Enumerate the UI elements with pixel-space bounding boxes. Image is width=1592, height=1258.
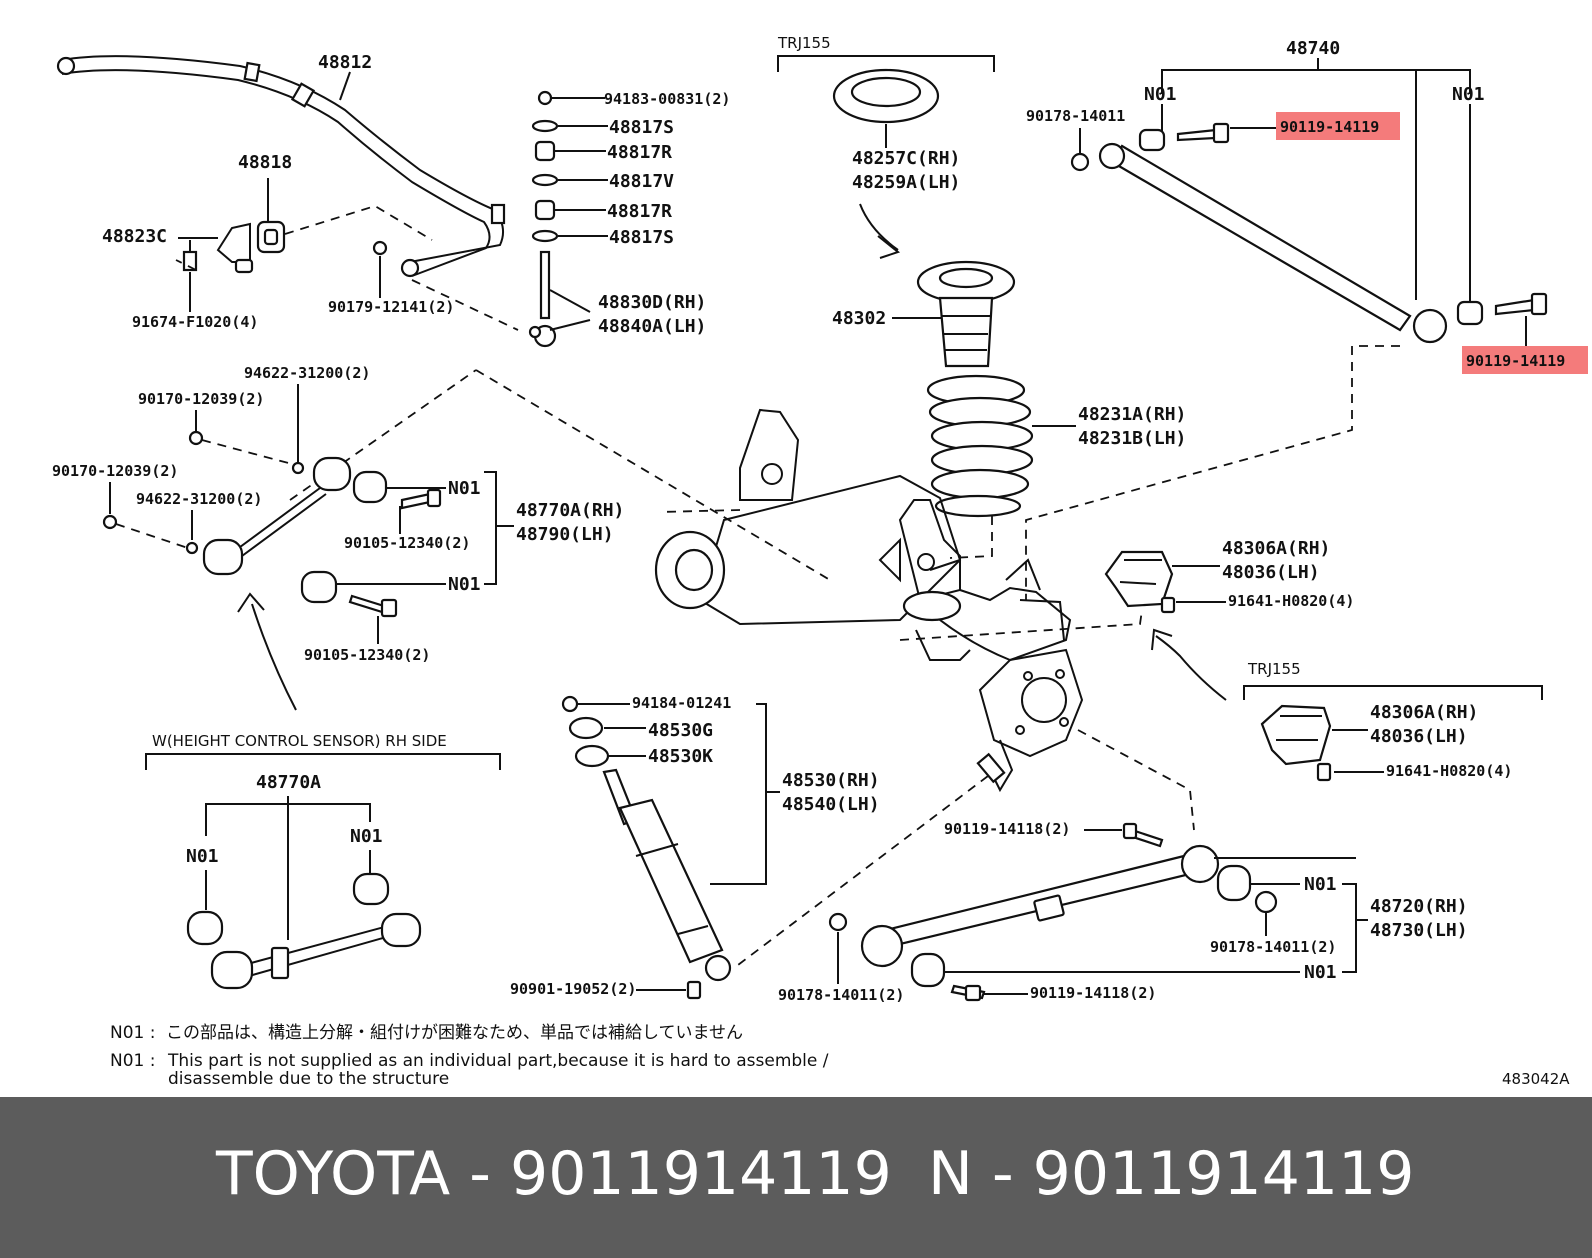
stabilizer-link	[528, 90, 559, 348]
label-48036-lh-2: 48036(LH)	[1370, 726, 1468, 747]
lower-control-arm	[828, 822, 1278, 1002]
note-en-line2: disassemble due to the structure	[168, 1069, 449, 1089]
label-48817s-1: 48817S	[609, 117, 674, 138]
label-48530k: 48530K	[648, 746, 713, 767]
upper-arm-w-part	[186, 872, 422, 990]
label-90178-14011-lat: 90178-14011	[1026, 107, 1125, 125]
note-jp-prefix: N01 :	[110, 1023, 155, 1043]
label-48530g: 48530G	[648, 720, 713, 741]
label-48823c: 48823C	[102, 226, 167, 247]
label-48036-lh-1: 48036(LH)	[1222, 562, 1320, 583]
label-48817v: 48817V	[609, 171, 674, 192]
label-48302: 48302	[832, 308, 886, 329]
label-90105-12340-2: 90105-12340(2)	[304, 646, 430, 664]
label-94183-00831: 94183-00831(2)	[604, 90, 730, 108]
stabilizer-bracket	[182, 220, 286, 274]
label-48231a-rh: 48231A(RH)	[1078, 404, 1186, 425]
label-n01-upper-a: N01	[448, 478, 481, 499]
label-91641-h0820-1: 91641-H0820(4)	[1228, 592, 1354, 610]
label-trj155-lower: TRJ155	[1247, 660, 1301, 678]
bumper-1	[1104, 550, 1176, 614]
label-90179-12141: 90179-12141(2)	[328, 298, 454, 316]
bump-stopper	[916, 260, 1016, 368]
label-48817r-1: 48817R	[607, 142, 672, 163]
label-n01-lower-top: N01	[1304, 874, 1337, 895]
label-94622-31200-2: 94622-31200(2)	[136, 490, 262, 508]
label-48770a-rh: 48770A(RH)	[516, 500, 624, 521]
label-48306a-rh-1: 48306A(RH)	[1222, 538, 1330, 559]
label-90119-14118-top: 90119-14118(2)	[944, 820, 1070, 838]
label-48770a-w: 48770A	[256, 772, 321, 793]
label-48740: 48740	[1286, 38, 1340, 59]
lateral-rod-part	[1070, 122, 1548, 344]
stabilizer-bar	[56, 55, 506, 278]
footer-alt-number: N - 9011914119	[928, 1139, 1415, 1209]
label-48812: 48812	[318, 52, 372, 73]
label-48817r-2: 48817R	[607, 201, 672, 222]
label-90178-14011-right: 90178-14011(2)	[1210, 938, 1336, 956]
bumper-2	[1260, 704, 1332, 782]
axle-housing	[654, 408, 1084, 793]
label-48259a-lh: 48259A(LH)	[852, 172, 960, 193]
label-w-height-sensor: W(HEIGHT CONTROL SENSOR) RH SIDE	[152, 732, 447, 750]
label-91674-f1020: 91674-F1020(4)	[132, 313, 258, 331]
parts-diagram: 48812 48818 48823C 91674-F1020(4) 90179-…	[52, 34, 1588, 1089]
footer-part-number: TOYOTA - 9011914119	[216, 1139, 892, 1209]
label-n01-upper-b: N01	[448, 574, 481, 595]
highlight-box-right	[1462, 346, 1588, 374]
label-n01-w-left: N01	[186, 846, 219, 867]
label-48840a-lh: 48840A(LH)	[598, 316, 706, 337]
label-48306a-rh-2: 48306A(RH)	[1370, 702, 1478, 723]
diagram-code: 483042A	[1502, 1070, 1570, 1088]
label-90901-19052: 90901-19052(2)	[510, 980, 636, 998]
label-48790-lh: 48790(LH)	[516, 524, 614, 545]
label-48830d-rh: 48830D(RH)	[598, 292, 706, 313]
label-94184-01241: 94184-01241	[632, 694, 731, 712]
label-90105-12340-1: 90105-12340(2)	[344, 534, 470, 552]
label-90178-14011-left: 90178-14011(2)	[778, 986, 904, 1004]
label-94622-31200-1: 94622-31200(2)	[244, 364, 370, 382]
label-90119-14118-bottom: 90119-14118(2)	[1030, 984, 1156, 1002]
label-90119-14119-right: 90119-14119	[1466, 352, 1565, 370]
label-48257c-rh: 48257C(RH)	[852, 148, 960, 169]
label-trj155-top: TRJ155	[777, 34, 831, 52]
label-48817s-2: 48817S	[609, 227, 674, 248]
label-48720-rh: 48720(RH)	[1370, 896, 1468, 917]
shock-absorber	[561, 695, 732, 1000]
note-jp-text: この部品は、構造上分解・組付けが困難なため、単品では補給していません	[166, 1023, 743, 1043]
coil-spring	[926, 374, 1034, 518]
height-sensor-link	[202, 456, 442, 618]
label-90170-12039-2: 90170-12039(2)	[52, 462, 178, 480]
footer-bar: TOYOTA - 9011914119 N - 9011914119	[0, 1097, 1592, 1258]
label-48540-lh: 48540(LH)	[782, 794, 880, 815]
label-90170-12039-1: 90170-12039(2)	[138, 390, 264, 408]
label-90119-14119-top: 90119-14119	[1280, 118, 1379, 136]
label-91641-h0820-2: 91641-H0820(4)	[1386, 762, 1512, 780]
label-n01-lat-left: N01	[1144, 84, 1177, 105]
spring-seat	[832, 68, 940, 124]
label-48530-rh: 48530(RH)	[782, 770, 880, 791]
label-48730-lh: 48730(LH)	[1370, 920, 1468, 941]
label-n01-w-right: N01	[350, 826, 383, 847]
label-n01-lat-right: N01	[1452, 84, 1485, 105]
label-n01-lower-bottom: N01	[1304, 962, 1337, 983]
note-en-line1: This part is not supplied as an individu…	[167, 1051, 829, 1071]
highlight-box-top	[1276, 112, 1400, 140]
note-en-prefix: N01 :	[110, 1051, 155, 1071]
label-48818: 48818	[238, 152, 292, 173]
label-48231b-lh: 48231B(LH)	[1078, 428, 1186, 449]
